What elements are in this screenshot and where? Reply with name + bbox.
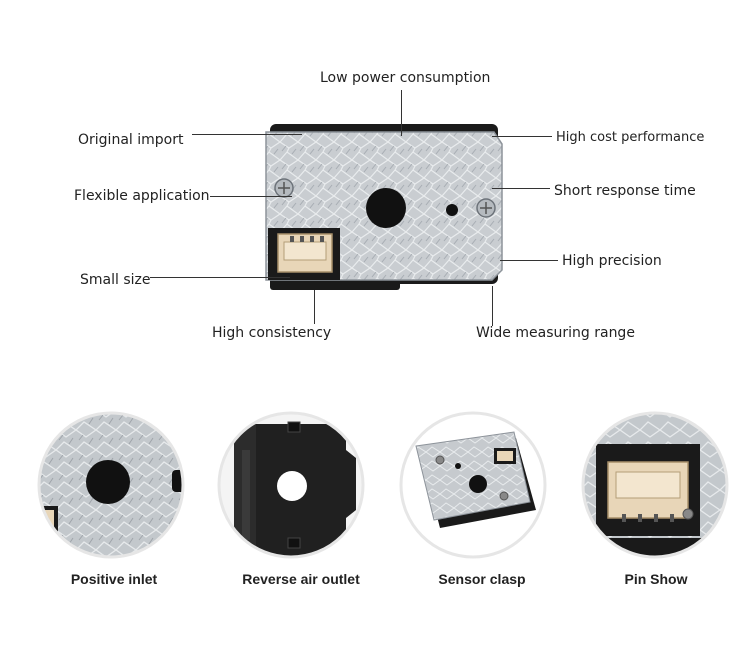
callout-line (150, 277, 290, 278)
caption-positive-inlet: Positive inlet (70, 571, 158, 587)
callout-flexible-application: Flexible application (74, 188, 210, 204)
caption-sensor-clasp: Sensor clasp (438, 571, 526, 587)
thumbnail-pin-show (581, 411, 729, 559)
callout-line (210, 196, 292, 197)
thumbnail-sensor-clasp (399, 411, 547, 559)
callout-line (492, 136, 552, 137)
callout-short-response-time: Short response time (554, 183, 696, 199)
caption-pin-show: Pin Show (624, 571, 688, 587)
air-hole-icon (366, 188, 406, 228)
air-hole-icon (86, 460, 130, 504)
callout-low-power: Low power consumption (320, 70, 491, 86)
connector-icon (277, 233, 333, 273)
callout-line (401, 90, 402, 136)
callout-high-cost-performance: High cost performance (556, 130, 705, 145)
callout-high-precision: High precision (562, 253, 662, 269)
screw-icon (274, 178, 294, 198)
connector-icon (607, 461, 689, 522)
air-hole-icon (469, 475, 487, 493)
screw-icon (476, 198, 496, 218)
callout-original-import: Original import (78, 132, 184, 148)
callout-wide-measuring-range: Wide measuring range (476, 325, 635, 341)
callout-small-size: Small size (80, 272, 151, 288)
thumbnail-reverse-air-outlet (217, 411, 365, 559)
callout-high-consistency: High consistency (212, 325, 332, 341)
caption-reverse-air-outlet: Reverse air outlet (242, 571, 360, 587)
callout-line (192, 134, 302, 135)
air-hole-icon (277, 471, 307, 501)
callout-line (492, 188, 550, 189)
callout-line (500, 260, 558, 261)
callout-line (492, 286, 493, 326)
sensor-module-image (265, 124, 503, 290)
thumbnail-positive-inlet (37, 411, 185, 559)
callout-line (314, 290, 315, 324)
